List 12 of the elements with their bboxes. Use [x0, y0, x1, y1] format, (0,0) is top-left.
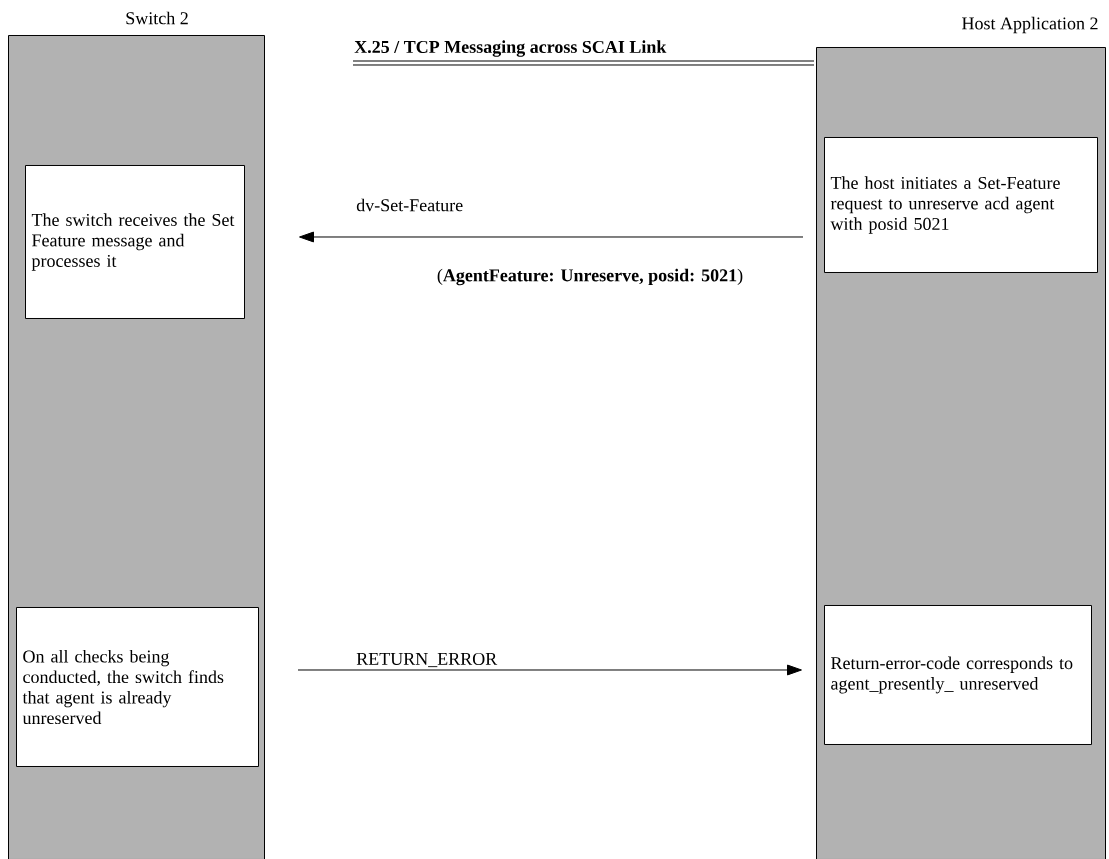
edge-label: RETURN_ERROR: [355, 651, 499, 669]
title: X.25 / TCP Messaging across SCAI Link: [354, 40, 667, 57]
arrow: [299, 231, 804, 243]
process-box: Return-error-code corresponds to agent_presently_ unreserved: [824, 605, 1092, 745]
edge-label: dv-Set-Feature: [355, 197, 465, 213]
lifeline-title: Switch 2: [126, 11, 188, 25]
process-box: The switch receives the Set Feature message and processes it: [25, 165, 245, 319]
lifeline-title: Host Application 2: [962, 16, 1098, 34]
arrow: [297, 664, 802, 676]
message-parameters: (AgentFeature: Unreserve, posid: 5021): [437, 268, 743, 286]
process-box: On all checks being conducted, the switch finds that agent is already unreserved: [16, 607, 259, 767]
process-box: The host initiates a Set-Feature request to unreserve acd agent with posid 5021: [824, 137, 1098, 273]
